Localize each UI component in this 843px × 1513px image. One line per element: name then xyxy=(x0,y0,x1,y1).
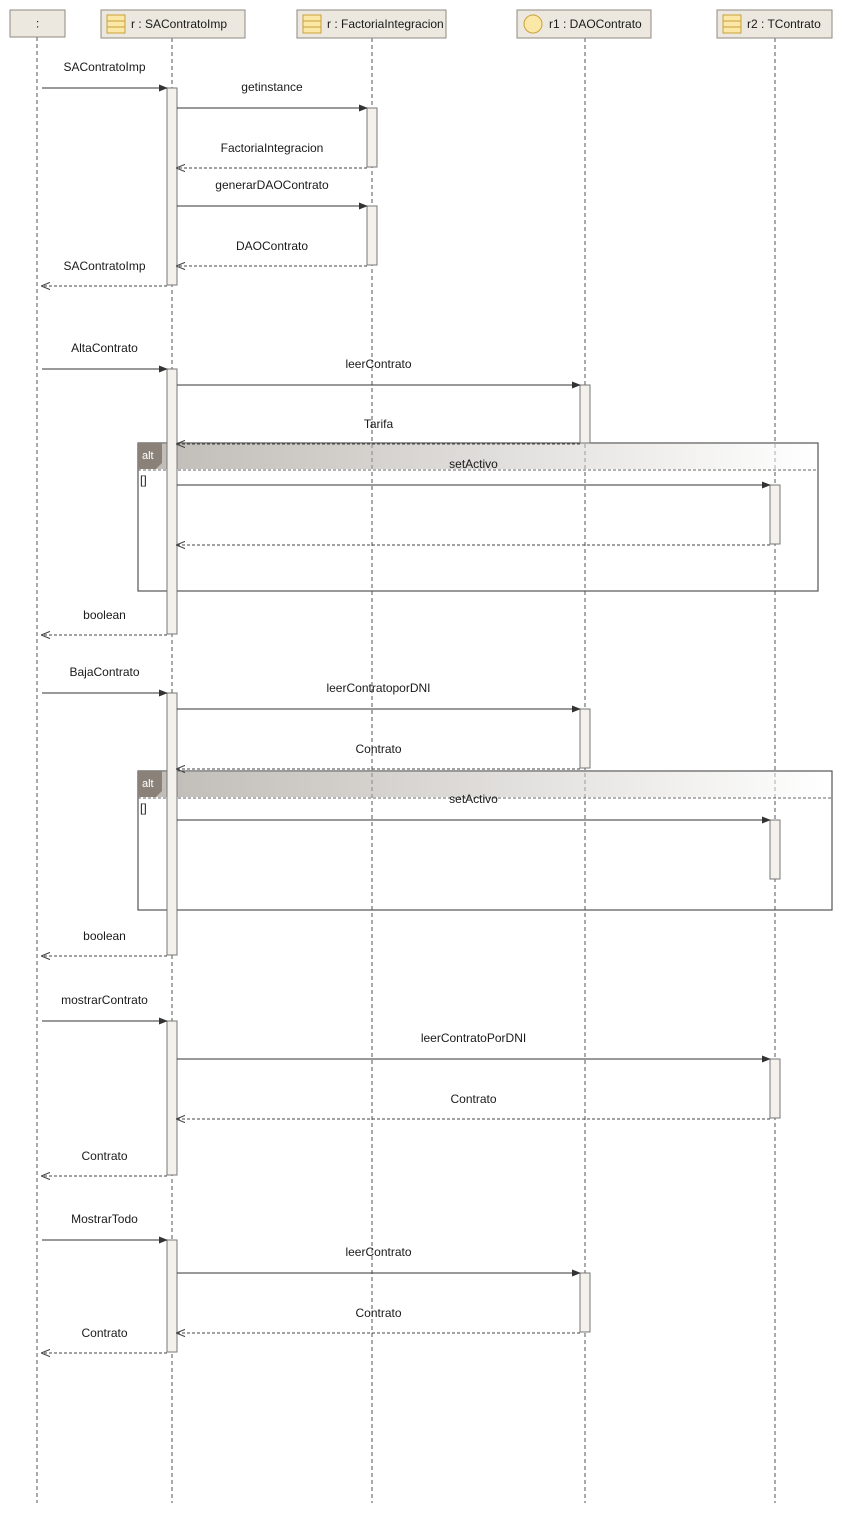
message-label: Tarifa xyxy=(364,417,394,431)
activation-bar xyxy=(366,205,378,266)
call-message[interactable]: leerContratoporDNI xyxy=(177,681,581,713)
message-label: generarDAOContrato xyxy=(215,178,329,192)
message-label: Contrato xyxy=(355,742,401,756)
fragment-operator-tag xyxy=(138,443,162,469)
return-message[interactable]: boolean xyxy=(42,929,167,956)
call-message[interactable]: getinstance xyxy=(177,80,368,112)
fragment-header-band xyxy=(139,444,817,469)
message-label: getinstance xyxy=(241,80,303,94)
combined-fragment-alt[interactable]: alt [] xyxy=(137,442,819,592)
message-label: leerContrato xyxy=(345,1245,411,1259)
return-message[interactable]: Contrato xyxy=(177,1306,580,1333)
message-label: Contrato xyxy=(81,1149,127,1163)
call-message[interactable]: setActivo xyxy=(177,792,771,824)
return-message[interactable]: boolean xyxy=(42,608,167,635)
lifeline-header-l0[interactable]: : xyxy=(9,9,66,38)
activation-bar xyxy=(366,107,378,168)
return-message[interactable]: Contrato xyxy=(42,1149,167,1176)
message-label: leerContratoporDNI xyxy=(326,681,430,695)
class-icon xyxy=(106,14,126,34)
lifeline-header-l4[interactable]: r2 : TContrato xyxy=(716,9,833,39)
message-label: boolean xyxy=(83,929,126,943)
lifeline-header-l3[interactable]: r1 : DAOContrato xyxy=(516,9,652,39)
return-message[interactable]: Contrato xyxy=(177,742,580,769)
fragment-frame xyxy=(137,442,819,592)
message-label: FactoriaIntegracion xyxy=(221,141,324,155)
activation-bar xyxy=(166,1020,178,1176)
fragment-operator-label: alt xyxy=(142,778,154,790)
return-message[interactable]: Contrato xyxy=(177,1092,770,1119)
message-label: setActivo xyxy=(449,792,498,806)
lifeline-label: r : SAContratoImp xyxy=(131,17,227,31)
message-label: SAContratoImp xyxy=(63,259,145,273)
activation-bar xyxy=(769,1058,781,1119)
call-message[interactable]: BajaContrato xyxy=(42,665,168,697)
activation-bar xyxy=(166,692,178,956)
call-message[interactable]: setActivo xyxy=(177,457,771,489)
call-message[interactable]: leerContratoPorDNI xyxy=(177,1031,771,1063)
fragment-guard: [] xyxy=(140,801,147,815)
call-message[interactable]: MostrarTodo xyxy=(42,1212,168,1244)
message-label: mostrarContrato xyxy=(61,993,148,1007)
fragment-operator-tag xyxy=(138,771,162,797)
lifeline-header-box xyxy=(9,9,66,38)
return-message[interactable]: Contrato xyxy=(42,1326,167,1353)
activation-bar xyxy=(166,368,178,635)
activation-bar xyxy=(166,1239,178,1353)
call-message[interactable]: SAContratoImp xyxy=(42,60,168,92)
class-icon xyxy=(302,14,322,34)
message-label: SAContratoImp xyxy=(63,60,145,74)
return-message[interactable]: SAContratoImp xyxy=(42,259,167,286)
lifeline-label: r : FactoriaIntegracion xyxy=(327,17,444,31)
fragment-guard: [] xyxy=(140,473,147,487)
message-label: DAOContrato xyxy=(236,239,308,253)
message-label: AltaContrato xyxy=(71,341,138,355)
lifeline-header-box xyxy=(296,9,447,39)
activation-bar xyxy=(769,484,781,545)
call-message[interactable]: leerContrato xyxy=(177,1245,581,1277)
call-message[interactable]: mostrarContrato xyxy=(42,993,168,1025)
activation-bar xyxy=(166,87,178,286)
message-label: leerContrato xyxy=(345,357,411,371)
message-label: MostrarTodo xyxy=(71,1212,138,1226)
fragment-header-band xyxy=(139,772,831,797)
message-label: BajaContrato xyxy=(69,665,139,679)
message-label: setActivo xyxy=(449,457,498,471)
class-icon xyxy=(722,14,742,34)
activation-bar xyxy=(579,708,591,769)
lifeline-header-l2[interactable]: r : FactoriaIntegracion xyxy=(296,9,447,39)
message-label: Contrato xyxy=(81,1326,127,1340)
combined-fragment-alt[interactable]: alt [] xyxy=(137,770,833,911)
activation-bar xyxy=(579,1272,591,1333)
fragment-frame xyxy=(137,770,833,911)
call-message[interactable]: generarDAOContrato xyxy=(177,178,368,210)
lifeline-label: : xyxy=(36,17,39,31)
message-label: Contrato xyxy=(450,1092,496,1106)
return-message[interactable]: Tarifa xyxy=(177,417,580,444)
message-label: boolean xyxy=(83,608,126,622)
activation-bar xyxy=(579,384,591,444)
lifeline-label: r1 : DAOContrato xyxy=(549,17,642,31)
call-message[interactable]: AltaContrato xyxy=(42,341,168,373)
activation-bar xyxy=(769,819,781,880)
return-message[interactable]: DAOContrato xyxy=(177,239,367,266)
message-label: Contrato xyxy=(355,1306,401,1320)
entity-circle-icon xyxy=(523,14,543,34)
message-label: leerContratoPorDNI xyxy=(421,1031,526,1045)
call-message[interactable]: leerContrato xyxy=(177,357,581,389)
fragment-operator-label: alt xyxy=(142,450,154,462)
lifeline-header-l1[interactable]: r : SAContratoImp xyxy=(100,9,246,39)
return-message[interactable]: FactoriaIntegracion xyxy=(177,141,367,168)
lifeline-label: r2 : TContrato xyxy=(747,17,821,31)
